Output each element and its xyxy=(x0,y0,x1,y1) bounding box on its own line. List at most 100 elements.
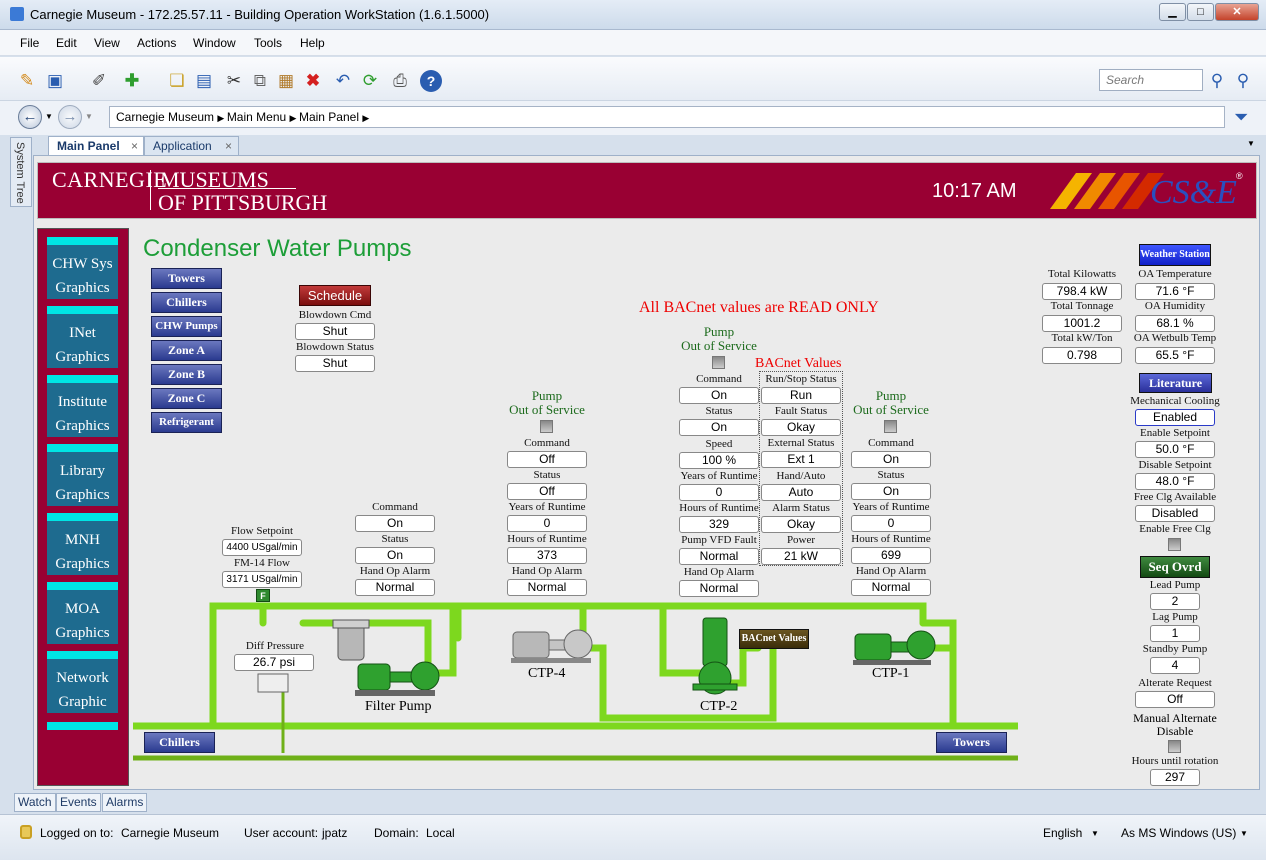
close-tab-icon[interactable]: × xyxy=(225,139,233,153)
nav-label: CHW Sys xyxy=(52,256,113,272)
seq-ovrd-button[interactable]: Seq Ovrd xyxy=(1140,556,1210,578)
mech-cooling-value[interactable]: Enabled xyxy=(1135,409,1215,426)
menu-view[interactable]: View xyxy=(94,36,120,50)
lag-pump-value[interactable]: 1 xyxy=(1150,625,1200,642)
chw-pumps-button[interactable]: CHW Pumps xyxy=(151,316,222,337)
forward-icon[interactable]: → xyxy=(58,105,82,129)
bacnet-values-button[interactable]: BACnet Values xyxy=(739,629,809,649)
ctp1-hours-value: 699 xyxy=(851,547,931,564)
literature-button[interactable]: Literature xyxy=(1139,373,1212,393)
address-bar[interactable]: Carnegie Museum ▶ Main Menu ▶ Main Panel… xyxy=(109,106,1225,128)
zone-b-button[interactable]: Zone B xyxy=(151,364,222,385)
back-dropdown-icon[interactable]: ▼ xyxy=(45,112,53,121)
weather-station-button[interactable]: Weather Station xyxy=(1139,244,1211,266)
filter-icon[interactable]: ⏷ xyxy=(1234,107,1249,127)
copy-icon[interactable]: ⧉ xyxy=(253,71,267,90)
close-tab-icon[interactable]: × xyxy=(131,139,139,153)
ctp4-command-value[interactable]: Off xyxy=(507,451,587,468)
alternate-request-value[interactable]: Off xyxy=(1135,691,1215,708)
cse-registered-mark: ® xyxy=(1236,171,1243,181)
cut-icon[interactable]: ✂ xyxy=(226,71,242,90)
enable-free-clg-checkbox[interactable] xyxy=(1168,538,1181,551)
print-icon[interactable]: ⎙ xyxy=(393,71,407,90)
edit-icon[interactable]: ✐ xyxy=(91,71,107,90)
standby-pump-value[interactable]: 4 xyxy=(1150,657,1200,674)
enable-setpoint-value[interactable]: 50.0 °F xyxy=(1135,441,1215,458)
ctp1-command-value[interactable]: On xyxy=(851,451,931,468)
zone-a-button[interactable]: Zone A xyxy=(151,340,222,361)
save-icon[interactable]: ▤ xyxy=(195,71,213,90)
tab-events[interactable]: Events xyxy=(56,793,101,812)
brush-icon[interactable]: ✎ xyxy=(19,71,35,90)
menu-actions[interactable]: Actions xyxy=(137,36,177,50)
disable-setpoint-label: Disable Setpoint xyxy=(1138,459,1212,471)
search-icon[interactable]: ⚲ xyxy=(1210,71,1224,90)
flow-setpoint-value[interactable]: 4400 USgal/min xyxy=(222,539,302,556)
refresh-icon[interactable]: ⟳ xyxy=(362,71,378,90)
ctp2-oos-checkbox[interactable] xyxy=(712,356,725,369)
breadcrumb-2[interactable]: Main Panel xyxy=(298,110,359,124)
forward-dropdown-icon[interactable]: ▼ xyxy=(85,112,93,121)
window-icon[interactable]: ▣ xyxy=(46,71,64,90)
tab-application[interactable]: Application × xyxy=(144,136,239,155)
menu-window[interactable]: Window xyxy=(193,36,236,50)
breadcrumb-0[interactable]: Carnegie Museum xyxy=(116,110,215,124)
towers-button[interactable]: Towers xyxy=(151,268,222,289)
schedule-button[interactable]: Schedule xyxy=(299,285,371,306)
ctp4-oos-checkbox[interactable] xyxy=(540,420,553,433)
close-button[interactable]: ✕ xyxy=(1215,3,1259,21)
ctp2-command-value[interactable]: On xyxy=(679,387,759,404)
filter-command-value[interactable]: On xyxy=(355,515,435,532)
open-folder-icon[interactable]: ❏ xyxy=(169,71,185,90)
help-icon[interactable]: ? xyxy=(420,70,442,92)
ctp1-status-label: Status xyxy=(877,469,905,481)
menu-edit[interactable]: Edit xyxy=(56,36,77,50)
menu-file[interactable]: File xyxy=(20,36,40,50)
ctp1-oos-checkbox[interactable] xyxy=(884,420,897,433)
breadcrumb-arrow-icon: ▶ xyxy=(289,113,299,123)
disable-setpoint-value[interactable]: 48.0 °F xyxy=(1135,473,1215,490)
chillers-button[interactable]: Chillers xyxy=(151,292,222,313)
language-select[interactable]: English xyxy=(1043,826,1083,840)
minimize-button[interactable]: ▁ xyxy=(1159,3,1186,21)
refrigerant-button[interactable]: Refrigerant xyxy=(151,412,222,433)
search-input[interactable]: Search xyxy=(1099,69,1203,91)
ctp4-years-label: Years of Runtime xyxy=(508,501,586,513)
maximize-button[interactable]: □ xyxy=(1187,3,1214,21)
tab-list-dropdown-icon[interactable]: ▼ xyxy=(1247,139,1255,148)
delete-icon[interactable]: ✖ xyxy=(305,71,321,90)
zone-c-button[interactable]: Zone C xyxy=(151,388,222,409)
enable-setpoint-label: Enable Setpoint xyxy=(1140,427,1210,439)
menu-help[interactable]: Help xyxy=(300,36,325,50)
advanced-search-icon[interactable]: ⚲ xyxy=(1236,71,1250,90)
tab-main-panel[interactable]: Main Panel × xyxy=(48,136,144,155)
add-icon[interactable]: ✚ xyxy=(124,71,140,90)
keyboard-select[interactable]: As MS Windows (US) xyxy=(1121,826,1237,840)
chillers-nav-button[interactable]: Chillers xyxy=(144,732,215,753)
lead-pump-value[interactable]: 2 xyxy=(1150,593,1200,610)
ctp4-status-label: Status xyxy=(533,469,561,481)
towers-nav-button[interactable]: Towers xyxy=(936,732,1007,753)
breadcrumb-1[interactable]: Main Menu xyxy=(226,110,287,124)
undo-icon[interactable]: ↶ xyxy=(335,71,351,90)
bacnet-run-stop-value: Run xyxy=(761,387,841,404)
bacnet-values-title: BACnet Values xyxy=(755,356,842,371)
keyboard-dropdown-icon[interactable]: ▼ xyxy=(1240,829,1248,838)
blowdown-cmd-value[interactable]: Shut xyxy=(295,323,375,340)
paste-icon[interactable]: ▦ xyxy=(277,71,295,90)
language-dropdown-icon[interactable]: ▼ xyxy=(1091,829,1099,838)
manual-alternate-checkbox[interactable] xyxy=(1168,740,1181,753)
system-tree-tab[interactable]: System Tree xyxy=(10,137,32,207)
menu-tools[interactable]: Tools xyxy=(254,36,283,50)
tab-alarms[interactable]: Alarms xyxy=(102,793,148,812)
back-icon[interactable]: ← xyxy=(18,105,42,129)
tab-watch[interactable]: Watch xyxy=(14,793,56,812)
